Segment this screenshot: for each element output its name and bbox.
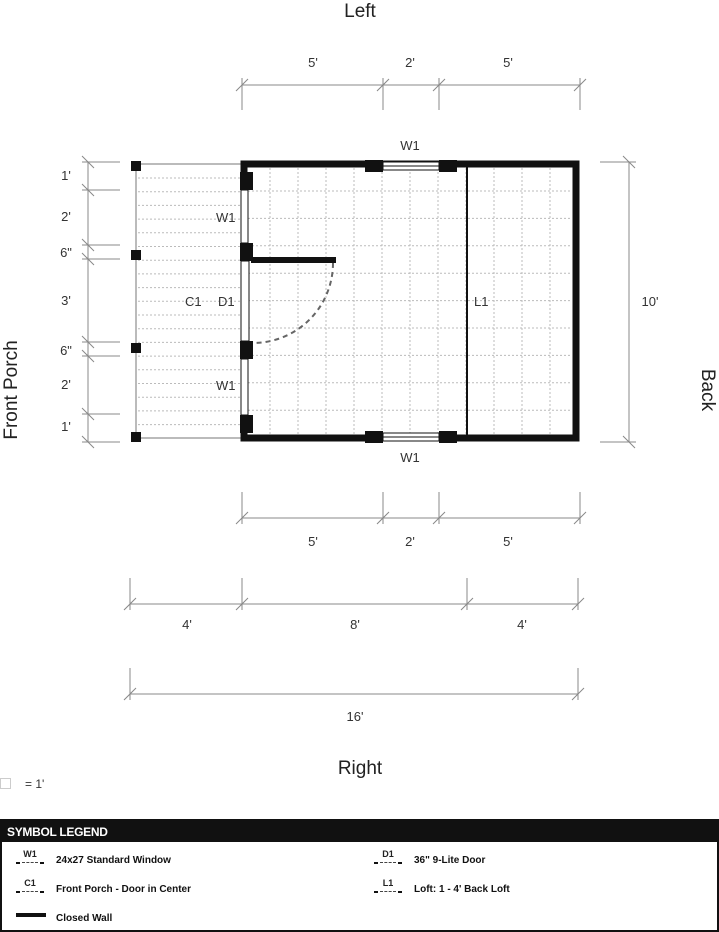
dimension-right (600, 155, 636, 449)
label-w1-top: W1 (400, 138, 420, 153)
grid-scale-swatch (0, 778, 11, 789)
window-jamb (439, 160, 457, 172)
side-label-back: Back (697, 369, 718, 412)
legend-label-w1: 24x27 Standard Window (56, 855, 171, 866)
dimension-top (235, 78, 587, 110)
dim-overall: 16' (347, 709, 364, 724)
window-jamb (365, 160, 383, 172)
dim-section-porch: 4' (182, 617, 192, 632)
window-jamb (365, 431, 383, 443)
label-w1-bottom: W1 (400, 450, 420, 465)
legend-symbol-l1: L1 (374, 878, 402, 896)
floor-plan: W1 W1 W1 W1 C1 D1 L1 Left Right Front Po… (1, 1, 718, 779)
dimension-bottom (235, 492, 587, 525)
label-c1: C1 (185, 294, 202, 309)
label-w1-front-upper: W1 (216, 210, 236, 225)
label-w1-front-lower: W1 (216, 378, 236, 393)
dimension-overall (123, 668, 585, 701)
dim-section-main: 8' (350, 617, 360, 632)
dim-bottom-1: 5' (308, 534, 318, 549)
window-front-upper (240, 189, 249, 244)
legend-label-c1: Front Porch - Door in Center (56, 884, 191, 895)
floor-grid (248, 168, 572, 439)
dim-bottom-2: 2' (405, 534, 415, 549)
dim-left-7: 1' (61, 419, 71, 434)
dim-top-2: 2' (405, 55, 415, 70)
dim-left-5: 6" (60, 343, 72, 358)
legend-symbol-w1: W1 (16, 849, 44, 867)
dim-top-1: 5' (308, 55, 318, 70)
legend-symbol-d1: D1 (374, 849, 402, 867)
dim-section-loft: 4' (517, 617, 527, 632)
legend-symbol-c1: C1 (16, 878, 44, 896)
side-label-right: Right (338, 758, 383, 779)
porch-deck-lines (138, 177, 240, 426)
dim-top-3: 5' (503, 55, 513, 70)
legend-symbol-closed-wall (16, 913, 46, 917)
legend-label-d1: 36" 9-Lite Door (414, 855, 486, 866)
window-jamb (240, 172, 253, 190)
door-swing (252, 262, 334, 344)
dim-left-1: 1' (61, 168, 71, 183)
dim-left-6: 2' (61, 377, 71, 392)
legend-label-l1: Loft: 1 - 4' Back Loft (414, 884, 510, 895)
window-jamb (240, 415, 253, 433)
symbol-legend: SYMBOL LEGEND W1 24x27 Standard Window D… (0, 819, 719, 932)
porch-post (131, 343, 141, 353)
window-jamb (439, 431, 457, 443)
window-jamb (240, 341, 253, 359)
window-front-lower (240, 358, 249, 416)
door-leaf (251, 257, 336, 263)
porch-post (131, 161, 141, 171)
grid-scale-label: = 1' (25, 777, 45, 791)
legend-title: SYMBOL LEGEND (2, 821, 717, 842)
side-label-front-porch: Front Porch (1, 340, 22, 439)
dimension-sections (123, 578, 585, 611)
dim-left-2: 2' (61, 209, 71, 224)
dim-left-3: 6" (60, 245, 72, 260)
dim-depth: 10' (642, 294, 659, 309)
dimension-left (81, 155, 120, 449)
dim-bottom-3: 5' (503, 534, 513, 549)
label-d1: D1 (218, 294, 235, 309)
porch-post (131, 250, 141, 260)
window-jamb (240, 243, 253, 261)
label-l1: L1 (474, 294, 488, 309)
door-opening (240, 260, 250, 342)
side-label-left: Left (344, 1, 376, 22)
porch-post (131, 432, 141, 442)
legend-label-closed-wall: Closed Wall (56, 913, 113, 924)
dim-left-4: 3' (61, 293, 71, 308)
